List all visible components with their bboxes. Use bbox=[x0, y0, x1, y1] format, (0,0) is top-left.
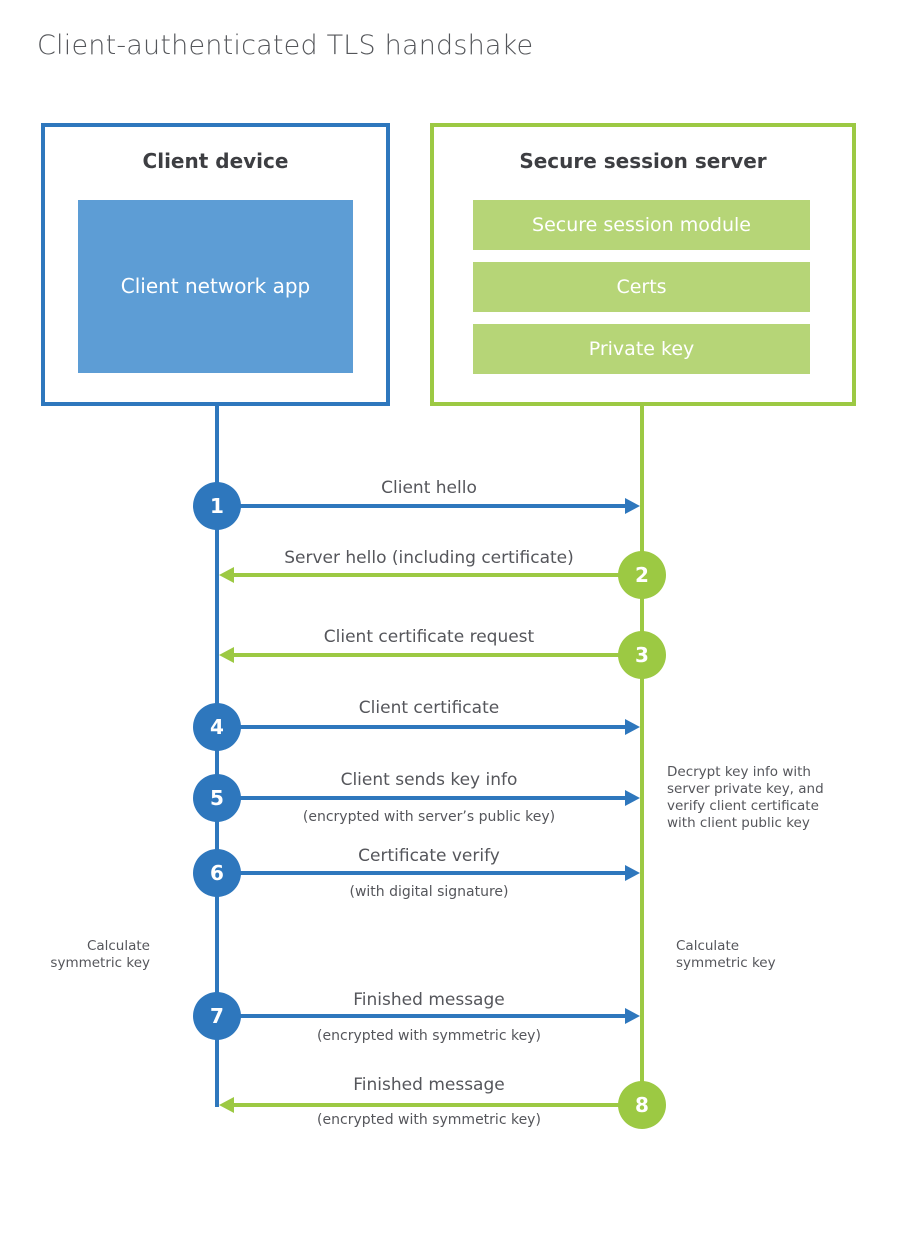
message-sublabel: (encrypted with symmetric key) bbox=[317, 1028, 541, 1044]
step-circle-3: 3 bbox=[618, 631, 666, 679]
message-label: Client hello bbox=[381, 478, 477, 498]
message-arrow-line bbox=[217, 796, 629, 800]
client-network-app-label: Client network app bbox=[120, 274, 311, 298]
step-circle-2: 2 bbox=[618, 551, 666, 599]
client-device-title: Client device bbox=[142, 149, 289, 173]
message-sublabel: (encrypted with symmetric key) bbox=[317, 1112, 541, 1128]
step-number: 8 bbox=[635, 1093, 649, 1117]
step-circle-1: 1 bbox=[193, 482, 241, 530]
message-arrow-line bbox=[217, 725, 629, 729]
server-module-private-key: Private key bbox=[473, 324, 810, 374]
arrowhead-left-icon bbox=[219, 1097, 234, 1113]
arrowhead-right-icon bbox=[625, 790, 640, 806]
message-label: Certificate verify bbox=[358, 846, 500, 866]
message-label: Client certificate bbox=[358, 698, 500, 718]
message-sublabel: (with digital signature) bbox=[349, 884, 509, 900]
step-circle-6: 6 bbox=[193, 849, 241, 897]
arrowhead-left-icon bbox=[219, 567, 234, 583]
step-circle-8: 8 bbox=[618, 1081, 666, 1129]
step-number: 4 bbox=[210, 715, 224, 739]
server-module-label: Certs bbox=[616, 276, 667, 298]
message-label: Finished message bbox=[353, 990, 505, 1010]
server-module-secure-session: Secure session module bbox=[473, 200, 810, 250]
message-arrow-line bbox=[217, 1014, 629, 1018]
message-label: Client sends key info bbox=[340, 770, 518, 790]
step-number: 3 bbox=[635, 643, 649, 667]
step-number: 5 bbox=[210, 786, 224, 810]
message-arrow-line bbox=[217, 504, 629, 508]
message-label: Client certificate request bbox=[323, 627, 535, 647]
step-circle-7: 7 bbox=[193, 992, 241, 1040]
message-label: Server hello (including certificate) bbox=[284, 548, 574, 568]
decrypt-key-note: Decrypt key info with server private key… bbox=[667, 764, 824, 831]
message-arrow-line bbox=[232, 573, 642, 577]
server-module-label: Secure session module bbox=[532, 214, 751, 236]
arrowhead-right-icon bbox=[625, 865, 640, 881]
message-arrow-line bbox=[217, 871, 629, 875]
arrowhead-right-icon bbox=[625, 498, 640, 514]
message-arrow-line bbox=[232, 653, 642, 657]
step-circle-5: 5 bbox=[193, 774, 241, 822]
client-network-app-box: Client network app bbox=[78, 200, 353, 373]
step-circle-4: 4 bbox=[193, 703, 241, 751]
message-label: Finished message bbox=[353, 1075, 505, 1095]
step-number: 2 bbox=[635, 563, 649, 587]
arrowhead-right-icon bbox=[625, 719, 640, 735]
step-number: 1 bbox=[210, 494, 224, 518]
server-module-certs: Certs bbox=[473, 262, 810, 312]
message-sublabel: (encrypted with server’s public key) bbox=[302, 809, 556, 825]
step-number: 7 bbox=[210, 1004, 224, 1028]
calculate-symmetric-key-note-server: Calculate symmetric key bbox=[676, 938, 776, 971]
server-module-label: Private key bbox=[588, 338, 695, 360]
arrowhead-left-icon bbox=[219, 647, 234, 663]
page-title: Client-authenticated TLS handshake bbox=[37, 30, 534, 61]
server-lifeline bbox=[640, 402, 644, 1128]
calculate-symmetric-key-note-client: Calculate symmetric key bbox=[50, 938, 150, 971]
client-lifeline bbox=[215, 402, 219, 1107]
secure-session-server-title: Secure session server bbox=[519, 149, 767, 173]
step-number: 6 bbox=[210, 861, 224, 885]
message-arrow-line bbox=[232, 1103, 642, 1107]
arrowhead-right-icon bbox=[625, 1008, 640, 1024]
